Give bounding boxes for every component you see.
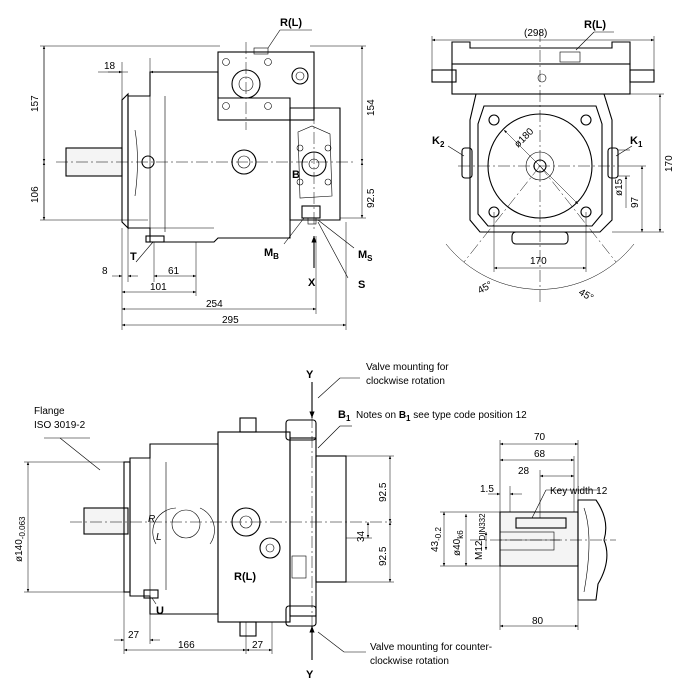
dim-61: 61 [168, 266, 180, 277]
dim-295: 295 [222, 315, 239, 326]
drive-shaft [65, 147, 123, 177]
label-port-s: S [358, 279, 365, 291]
port-b-block [289, 107, 341, 221]
dim-154: 154 [366, 99, 377, 116]
keyway [515, 517, 567, 529]
label-port-ms: MS [358, 249, 373, 263]
pump-body [127, 71, 291, 243]
port-mb-plug [301, 205, 321, 219]
mounting-flange [121, 92, 129, 230]
dim-254: 254 [206, 299, 223, 310]
valve-block [217, 431, 291, 623]
label-port-b: B [292, 169, 300, 181]
label-notes-b1: Notes on B1 see type code position 12 [356, 410, 527, 423]
dim-140: ø140-0.063 [14, 516, 27, 562]
pump-body-bottom [129, 443, 219, 615]
label-flange: Flange [34, 406, 65, 417]
angle-45-right: 45° [577, 287, 596, 304]
port-t-lug [145, 235, 165, 243]
label-port-r-front: R(L) [584, 19, 606, 31]
left-lug [431, 69, 457, 83]
right-lug [629, 69, 655, 83]
drive-shaft-bottom [83, 507, 129, 535]
dim-43: 43-0.2 [430, 527, 443, 552]
front-view-top: (298) R(L) K2 K1 ø180 ø15 97 170 170 45°… [431, 19, 675, 304]
label-valve-cw-2: clockwise rotation [366, 376, 445, 387]
dim-40: ø40k6 [452, 530, 465, 556]
dim-1-5: 1.5 [480, 484, 494, 495]
dim-170-horizontal: 170 [530, 256, 547, 267]
label-valve-ccw-2: clockwise rotation [370, 656, 449, 667]
label-arrow-y-top: Y [306, 369, 314, 381]
dim-18: 18 [104, 61, 116, 72]
label-port-mb: MB [264, 247, 279, 261]
label-valve-cw-1: Valve mounting for [366, 362, 449, 373]
label-rotation-r: R [148, 514, 155, 525]
front-housing [469, 93, 613, 233]
side-view-top: R(L) 18 157 106 154 92.5 B T MB MS X S 8… [30, 17, 377, 330]
label-port-r: R(L) [280, 17, 302, 29]
dim-92-5-lower: 92.5 [378, 546, 389, 566]
label-port-b1: B1 [338, 409, 351, 423]
angle-45-left: 45° [476, 280, 495, 297]
dim-97: 97 [630, 196, 641, 208]
port-u-lug [143, 589, 159, 599]
dim-8: 8 [102, 266, 108, 277]
label-flange-standard: ISO 3019-2 [34, 420, 86, 431]
port-b1-block [315, 455, 347, 583]
label-arrow-y-bottom: Y [306, 669, 314, 681]
label-arrow-x: X [308, 277, 316, 289]
label-key-width: Key width 12 [550, 486, 608, 497]
dim-157: 157 [30, 95, 41, 112]
dim-106: 106 [30, 186, 41, 203]
label-port-t: T [130, 251, 137, 263]
label-port-r-bottom: R(L) [234, 571, 256, 583]
dim-298: (298) [524, 28, 547, 39]
dim-92-5-upper: 92.5 [378, 482, 389, 502]
dim-68: 68 [534, 449, 546, 460]
dim-27-right: 27 [252, 640, 264, 651]
flange-silhouette [577, 499, 608, 601]
dim-27-left: 27 [128, 630, 140, 641]
dim-101: 101 [150, 282, 167, 293]
top-housing [451, 63, 631, 95]
label-port-u: U [156, 605, 164, 617]
dim-70: 70 [534, 432, 546, 443]
label-port-k1: K1 [630, 135, 643, 149]
dim-34: 34 [356, 530, 367, 542]
thread-m12: M12DIN332 [474, 513, 487, 560]
dim-80: 80 [532, 616, 544, 627]
dim-170-vertical: 170 [664, 155, 675, 172]
top-port-block [217, 51, 315, 121]
dim-28: 28 [518, 466, 530, 477]
port-k1 [607, 147, 619, 179]
port-k2 [461, 147, 473, 179]
dim-180: ø180 [512, 126, 536, 150]
label-valve-ccw-1: Valve mounting for counter- [370, 642, 492, 653]
shaft-detail-view: 70 68 28 1.5 Key width 12 43-0.2 ø40k6 M… [430, 432, 616, 630]
side-view-bottom: Flange ISO 3019-2 Y Valve mounting for c… [14, 362, 527, 681]
label-rotation-l: L [156, 532, 162, 543]
dim-15: ø15 [614, 178, 625, 196]
dim-166: 166 [178, 640, 195, 651]
dim-92-5: 92.5 [366, 188, 377, 208]
label-port-k2: K2 [432, 135, 445, 149]
